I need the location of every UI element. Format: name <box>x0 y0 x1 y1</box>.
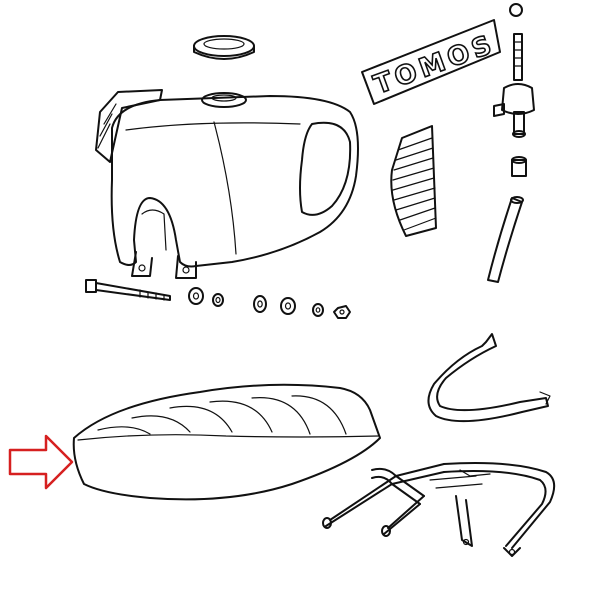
seat[interactable] <box>72 383 381 501</box>
luggage-rack[interactable] <box>322 462 556 557</box>
knee-pad[interactable] <box>390 125 437 237</box>
fuel-tap[interactable] <box>493 3 535 138</box>
fuel-line-clip[interactable] <box>511 156 527 177</box>
fuel-hose[interactable] <box>487 196 524 283</box>
tank-front-pad[interactable] <box>95 89 163 163</box>
rubber-grommets[interactable] <box>188 287 296 315</box>
fuel-tank-cap[interactable] <box>193 35 255 60</box>
fuel-tank[interactable] <box>110 92 359 279</box>
seat-strap[interactable] <box>427 333 551 423</box>
mounting-bolt[interactable] <box>85 279 171 301</box>
tank-badge-tomos[interactable]: TOMOS <box>361 19 501 105</box>
washers-and-nuts[interactable] <box>312 303 351 319</box>
highlight-arrow <box>8 434 74 490</box>
brand-text: TOMOS <box>370 29 499 100</box>
